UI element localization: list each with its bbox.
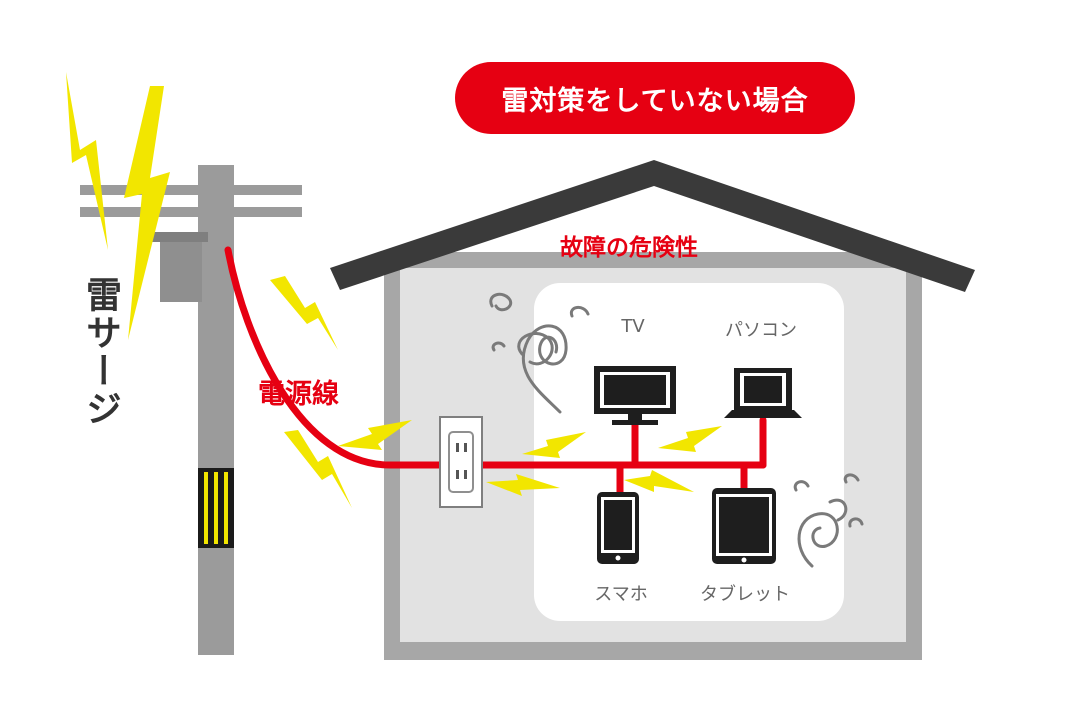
tablet-icon — [712, 488, 776, 564]
power-outlet-icon — [439, 416, 483, 508]
laptop-icon — [724, 368, 802, 418]
utility-pole-icon — [80, 165, 302, 655]
danger-label: 故障の危険性 — [560, 235, 698, 261]
lightning-bolt-icon — [270, 276, 722, 508]
smoke-swirl-icon — [489, 292, 864, 568]
lightning-surge-label: 雷サージ — [80, 276, 121, 428]
tablet-label: タブレット — [700, 584, 790, 605]
page-title: 雷対策をしていない場合 — [455, 62, 855, 134]
tv-icon — [594, 366, 676, 425]
lightning-bolt-icon — [66, 72, 108, 250]
power-cable-label: 電源線 — [258, 379, 339, 410]
smartphone-label: スマホ — [594, 584, 648, 605]
power-line — [224, 246, 767, 496]
tv-label: TV — [621, 316, 645, 337]
pc-label: パソコン — [725, 320, 797, 341]
smartphone-icon — [597, 492, 639, 564]
lightning-bolt-icon — [124, 86, 170, 340]
